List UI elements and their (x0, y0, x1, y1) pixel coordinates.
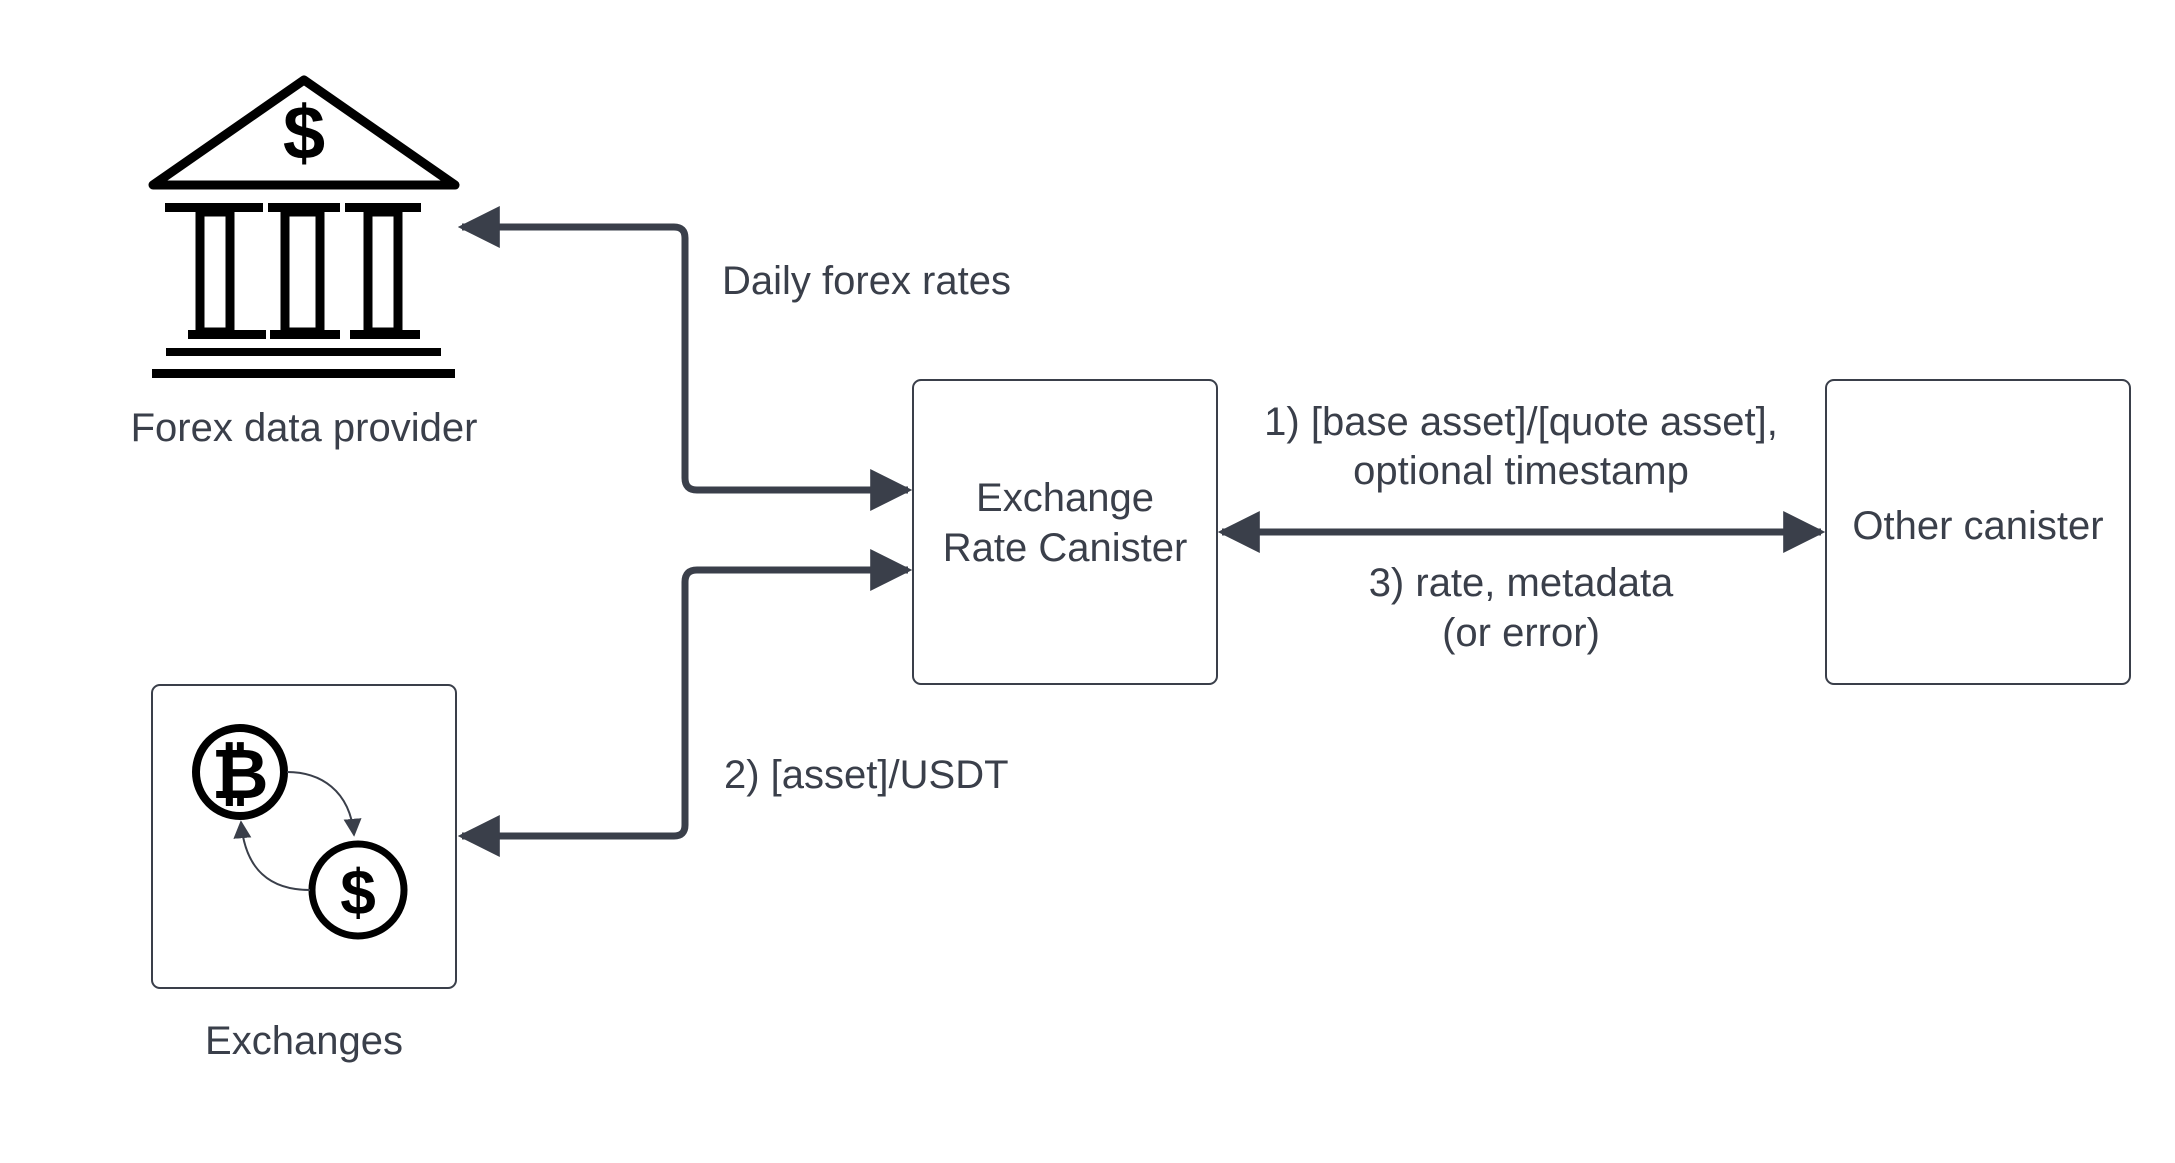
exchange-arrow-left (233, 820, 311, 891)
other-canister-node (1825, 379, 2131, 685)
forex-edge-label: Daily forex rates (722, 259, 1011, 303)
bank-icon: $ (148, 75, 460, 378)
request-edge-label-line1: 1) [base asset]/[quote asset], (1264, 400, 1778, 444)
exchange-rate-canister-label-line1: Exchange (976, 476, 1154, 520)
other-canister-label: Other canister (1852, 504, 2103, 548)
svg-text:₿: ₿ (211, 733, 268, 815)
exchange-arrow-right (286, 771, 362, 837)
exchanges-node (151, 684, 457, 989)
exchanges-label: Exchanges (205, 1019, 403, 1063)
currency-exchange-icon: ₿ $ (192, 724, 408, 940)
svg-text:$: $ (283, 91, 325, 176)
exchange-rate-canister-label-line2: Rate Canister (943, 526, 1188, 570)
forex-provider-label: Forex data provider (131, 406, 478, 450)
bitcoin-icon: ₿ (192, 724, 288, 820)
dollar-icon: $ (308, 840, 408, 940)
response-edge-label-line2: (or error) (1442, 611, 1600, 655)
exchanges-connector (457, 549, 913, 857)
svg-text:$: $ (340, 856, 376, 928)
response-edge-label-line1: 3) rate, metadata (1369, 561, 1674, 605)
asset-usdt-edge-label: 2) [asset]/USDT (724, 753, 1009, 797)
exchange-rate-canister-node (912, 379, 1218, 685)
request-edge-label-line2: optional timestamp (1353, 449, 1689, 493)
forex-connector (457, 206, 913, 511)
